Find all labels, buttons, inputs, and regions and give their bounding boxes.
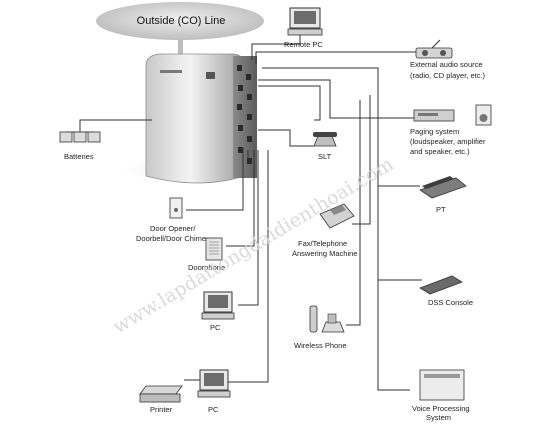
slt-label: SLT [318, 152, 332, 161]
slt-phone-icon [313, 132, 337, 147]
co-line-cable [178, 40, 183, 56]
door-opener-icon [169, 197, 183, 219]
pc-bottom-label: PC [208, 405, 219, 414]
pc-middle-label: PC [210, 323, 221, 332]
batteries-icon [59, 131, 101, 143]
radio-icon [415, 39, 453, 59]
voice-label-1: Voice Processing [412, 404, 470, 413]
paging-label-2: (loudspeaker, amplifier [410, 137, 486, 146]
pc-bottom-icon [197, 369, 231, 398]
pc-middle-icon [201, 291, 235, 320]
pbx-unit [145, 53, 257, 184]
door-opener-label-2: Doorbell/Door Chime [136, 234, 206, 243]
doorphone-icon [205, 237, 223, 261]
fax-label-2: Answering Machine [292, 249, 357, 258]
external-audio-label-1: External audio source [410, 60, 483, 69]
paging-amplifier-icon [413, 109, 455, 122]
speaker-icon [475, 104, 492, 126]
printer-icon [139, 385, 183, 403]
voice-label-2: System [426, 413, 451, 422]
door-opener-label-1: Door Opener/ [150, 224, 196, 233]
remote-pc-label: Remote PC [284, 40, 323, 49]
co-line-cloud [96, 2, 264, 40]
fax-label-1: Fax/Telephone [298, 239, 347, 248]
remote-pc-icon [287, 7, 323, 36]
external-audio-label-2: (radio, CD player, etc.) [410, 71, 486, 80]
paging-label-1: Paging system [410, 127, 459, 136]
fax-machine-icon [319, 203, 355, 229]
pbx-status-light [206, 72, 215, 79]
pt-label: PT [436, 205, 446, 214]
printer-label: Printer [150, 405, 173, 414]
co-line-label: Outside (CO) Line [137, 15, 226, 27]
wireless-label: Wireless Phone [294, 341, 347, 350]
voice-processing-icon [419, 369, 465, 401]
paging-label-3: and speaker, etc.) [410, 147, 470, 156]
pt-phone-icon [419, 176, 467, 199]
dss-console-icon [419, 275, 463, 295]
dss-label: DSS Console [428, 298, 473, 307]
wireless-phone-icon [309, 305, 345, 333]
connection-lines [66, 35, 432, 391]
doorphone-label: Doorphone [188, 263, 225, 272]
batteries-label: Batteries [64, 152, 94, 161]
pbx-logo [160, 70, 182, 73]
pbx-ports [237, 65, 252, 164]
